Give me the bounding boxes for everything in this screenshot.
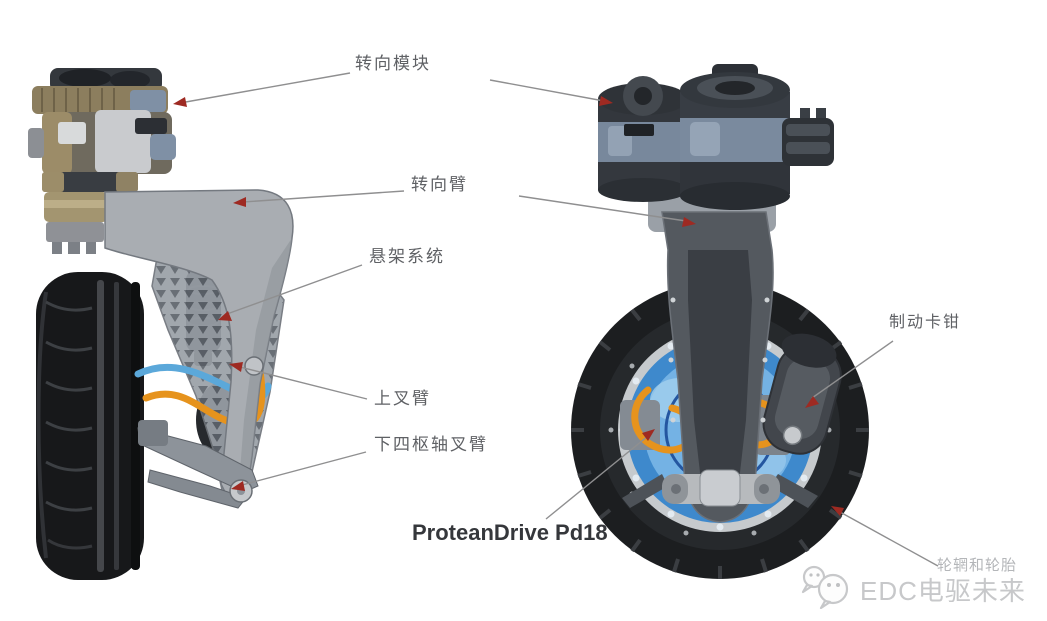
steering-module-front bbox=[598, 64, 834, 232]
label-brake-caliper: 制动卡钳 bbox=[889, 314, 962, 331]
watermark: EDC电驱未来 bbox=[800, 563, 1026, 614]
brake-caliper-part bbox=[762, 333, 842, 455]
label-lower-fork-arm: 下四枢轴叉臂 bbox=[374, 435, 488, 454]
arrowheads bbox=[173, 96, 844, 516]
label-protean-drive: ProteanDrive Pd18 bbox=[412, 520, 608, 545]
leader-lines bbox=[179, 72, 939, 567]
label-steering-arm: 转向臂 bbox=[411, 175, 468, 194]
steering-arm-front bbox=[661, 211, 780, 523]
front-view-assembly bbox=[571, 64, 869, 579]
label-suspension-system: 悬架系统 bbox=[369, 247, 445, 266]
tire-side-view bbox=[36, 272, 144, 580]
lower-fork-links bbox=[137, 356, 264, 509]
side-view-assembly bbox=[28, 68, 294, 580]
steering-module-side bbox=[28, 68, 176, 254]
wechat-icon bbox=[800, 563, 854, 614]
label-upper-fork-arm: 上叉臂 bbox=[374, 389, 431, 408]
label-steering-module: 转向模块 bbox=[355, 54, 431, 73]
watermark-text: EDC电驱未来 bbox=[860, 576, 1026, 606]
label-rim-and-tire: 轮辋和轮胎 bbox=[937, 557, 1018, 574]
